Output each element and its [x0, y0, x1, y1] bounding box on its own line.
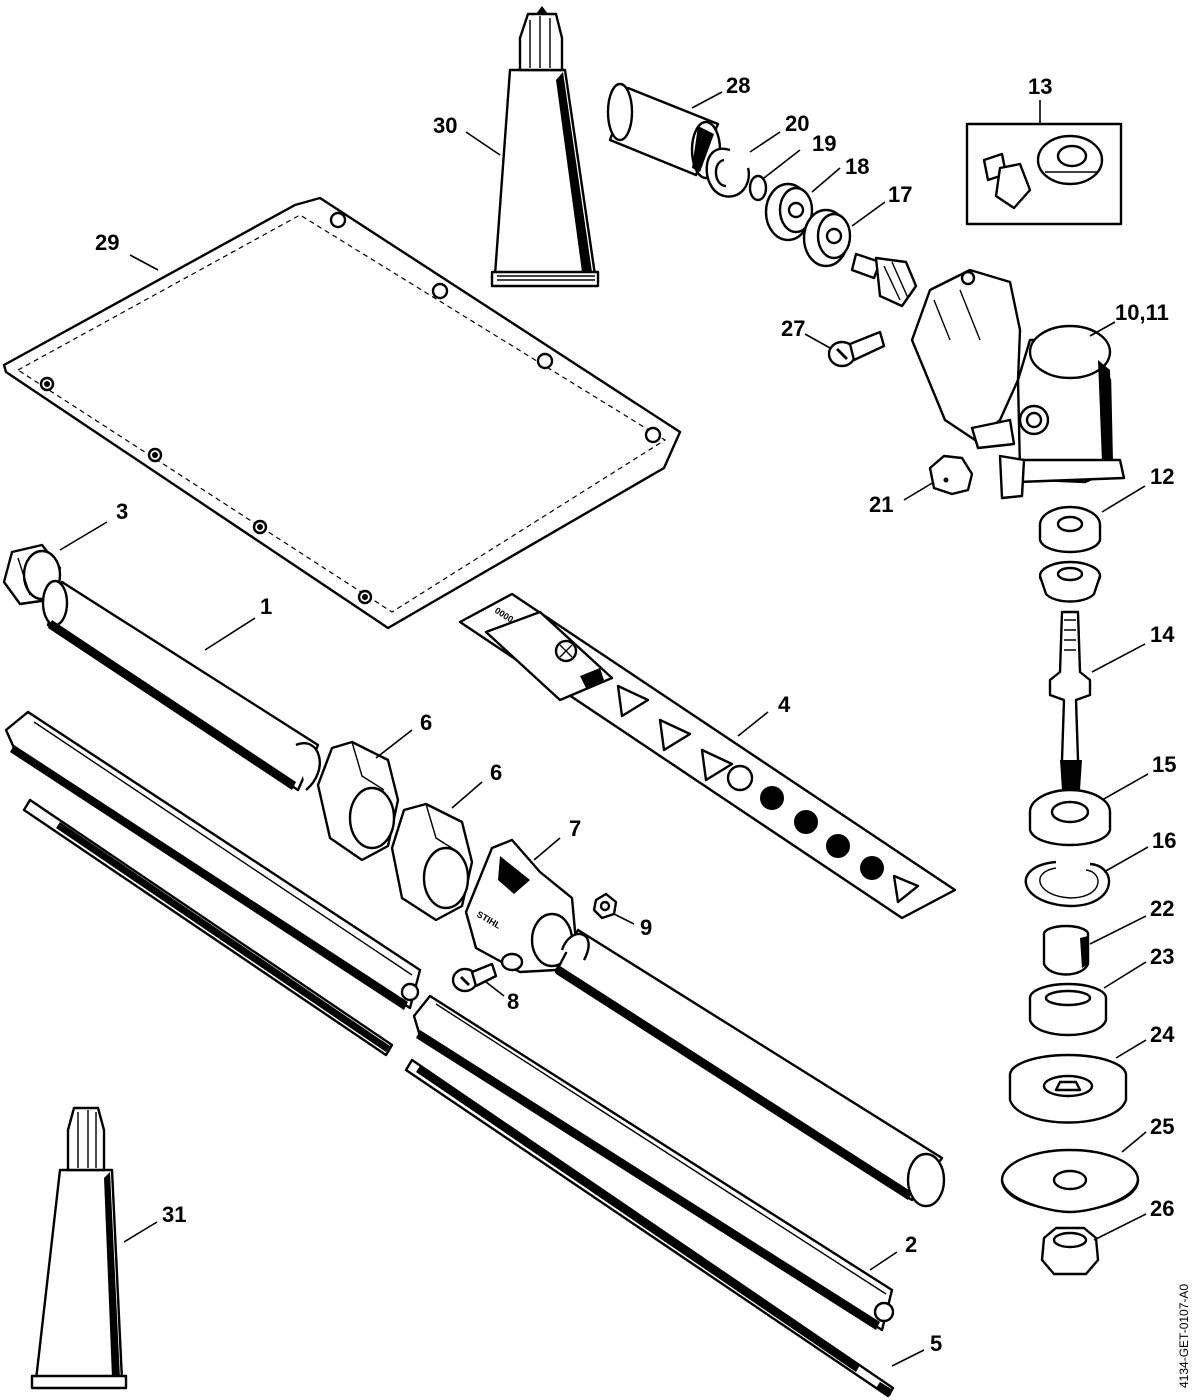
bearing-17 — [802, 208, 852, 268]
label-16: 16 — [1152, 828, 1176, 853]
plug-screw-21 — [928, 454, 974, 496]
bevel-gear — [1038, 560, 1102, 603]
label-22: 22 — [1150, 896, 1174, 921]
label-19: 19 — [812, 131, 836, 156]
screw-8 — [451, 962, 498, 993]
bearing-12 — [1038, 505, 1102, 554]
label-15: 15 — [1152, 752, 1176, 777]
label-5: 5 — [930, 1331, 942, 1356]
label-12: 12 — [1150, 464, 1174, 489]
label-6a: 6 — [420, 710, 432, 735]
sleeve-22 — [1042, 924, 1090, 976]
part-labels: 3 1 4 6 6 7 9 8 10,11 12 13 14 15 16 22 … — [95, 73, 1176, 1356]
gear-set-13 — [965, 122, 1123, 226]
shaft-profile-2 — [412, 994, 895, 1332]
label-7: 7 — [569, 816, 581, 841]
clamp-6a — [316, 740, 400, 862]
label-4: 4 — [778, 692, 791, 717]
thrust-plate-24 — [1008, 1053, 1128, 1124]
ring-19 — [748, 174, 768, 202]
label-30: 30 — [433, 113, 457, 138]
drive-shaft-left — [22, 798, 394, 1057]
leader-lines — [59, 91, 1149, 1367]
circlip-16 — [1024, 860, 1111, 908]
sleeve-28 — [606, 82, 722, 180]
label-1: 1 — [260, 594, 272, 619]
grease-tube-31 — [30, 1106, 128, 1390]
drive-shaft-5 — [404, 1058, 895, 1398]
label-25: 25 — [1150, 1114, 1174, 1139]
label-13: 13 — [1028, 74, 1052, 99]
grease-tube-30 — [490, 6, 600, 288]
handle-clamp-7: STIHL — [464, 838, 578, 974]
bearing-15 — [1028, 788, 1112, 847]
label-3: 3 — [116, 499, 128, 524]
tube-1 — [41, 579, 321, 792]
label-14: 14 — [1150, 622, 1175, 647]
bearing-18 — [764, 182, 814, 242]
label-17: 17 — [888, 182, 912, 207]
gear-head-10-11 — [910, 268, 1126, 500]
shaft-profile-left — [4, 710, 422, 1010]
label-23: 23 — [1150, 944, 1174, 969]
label-20: 20 — [785, 111, 809, 136]
label-31: 31 — [162, 1202, 186, 1227]
tube-right — [554, 928, 946, 1208]
screw-27 — [827, 330, 886, 368]
bearing-23 — [1028, 982, 1108, 1037]
warning-label-4: 0000 000 0000 — [458, 592, 957, 920]
label-6b: 6 — [490, 760, 502, 785]
label-10-11: 10,11 — [1115, 300, 1169, 325]
spindle-14 — [1048, 610, 1092, 792]
label-2: 2 — [905, 1232, 917, 1257]
label-28: 28 — [726, 73, 750, 98]
drawing-code: 4134-GET-0107-A0 — [1177, 1284, 1191, 1388]
label-18: 18 — [845, 154, 869, 179]
label-9: 9 — [640, 915, 652, 940]
nut-9 — [592, 892, 618, 920]
label-27: 27 — [781, 316, 805, 341]
label-24: 24 — [1150, 1022, 1175, 1047]
clamp-6b — [390, 802, 474, 922]
nut-26 — [1040, 1226, 1100, 1276]
cloth-cover-29 — [2, 196, 682, 630]
circlip-20 — [705, 147, 751, 198]
washer-25 — [1000, 1148, 1140, 1214]
label-26: 26 — [1150, 1196, 1174, 1221]
label-21: 21 — [869, 492, 893, 517]
pinion-gear — [850, 252, 918, 308]
label-8: 8 — [507, 989, 519, 1014]
label-29: 29 — [95, 230, 119, 255]
